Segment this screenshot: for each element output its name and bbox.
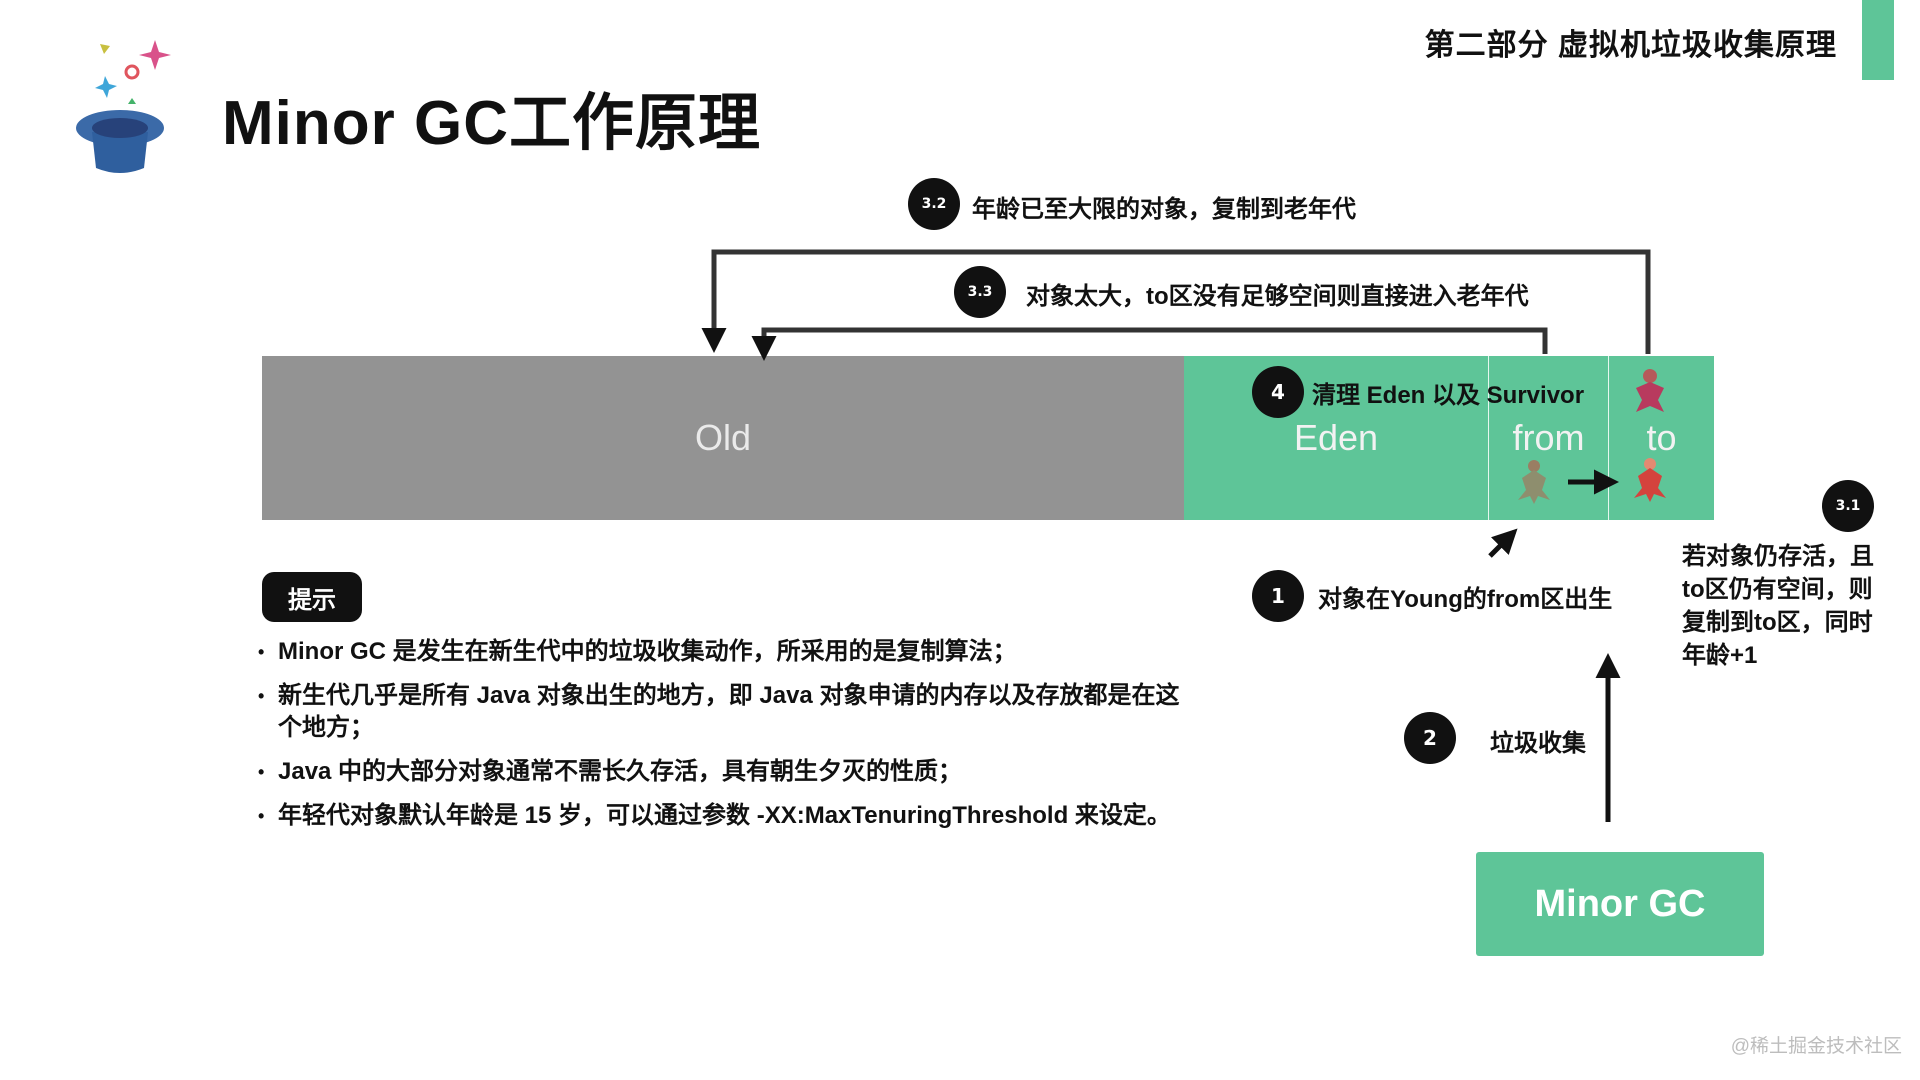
object-old-icon — [1636, 369, 1664, 412]
step-label-3-1-line: 年龄+1 — [1682, 642, 1758, 669]
tip-item: Java 中的大部分对象通常不需长久存活，具有朝生夕灭的性质； — [258, 756, 1198, 788]
step-label-3-1-line: to区仍有空间，则 — [1682, 576, 1873, 603]
sparkle-leaf-icon — [128, 98, 136, 104]
to-region: to — [1609, 356, 1714, 520]
to-region-label: to — [1646, 417, 1677, 458]
tip-badge: 提示 — [262, 572, 362, 622]
watermark: @稀土掘金技术社区 — [1730, 1036, 1902, 1057]
step-badge-4: 4 — [1252, 366, 1304, 418]
eden-region: Eden — [1184, 356, 1488, 520]
minor-gc-button[interactable]: Minor GC — [1476, 852, 1764, 956]
old-region: Old — [262, 356, 1184, 520]
arrow-3-2 — [701, 249, 1651, 354]
step-label-1: 对象在Young的from区出生 — [1318, 586, 1613, 613]
hat-body-icon — [92, 132, 148, 173]
step-label-3-2: 年龄已至大限的对象，复制到老年代 — [972, 196, 1356, 223]
step-label-3-1-line: 若对象仍存活，且 — [1682, 543, 1874, 570]
accent-bar — [1862, 0, 1894, 80]
step-badge-3-2: 3.2 — [908, 178, 960, 230]
step-badge-3-3: 3.3 — [954, 266, 1006, 318]
section-title: 第二部分 虚拟机垃圾收集原理 — [1424, 29, 1837, 62]
from-region: from — [1489, 356, 1608, 520]
step-label-3-1: 若对象仍存活，且 to区仍有空间，则 复制到to区，同时 年龄+1 — [1682, 540, 1874, 672]
old-region-label: Old — [694, 417, 752, 458]
sparkle-cross-icon — [95, 76, 117, 98]
sparkle-drop-icon — [100, 44, 110, 54]
tip-item: Minor GC 是发生在新生代中的垃圾收集动作，所采用的是复制算法； — [258, 636, 1198, 668]
eden-region-label: Eden — [1293, 417, 1379, 458]
arrow-3-3 — [751, 327, 1548, 361]
step-label-3-1-line: 复制到to区，同时 — [1682, 609, 1873, 636]
from-to-divider — [1608, 356, 1609, 520]
arrow-step-1 — [1488, 528, 1518, 558]
step-badge-3-1: 3.1 — [1822, 480, 1874, 532]
tip-item: 新生代几乎是所有 Java 对象出生的地方，即 Java 对象申请的内存以及存放… — [258, 680, 1198, 744]
step-badge-1: 1 — [1252, 570, 1304, 622]
step-label-3-3: 对象太大，to区没有足够空间则直接进入老年代 — [1026, 283, 1529, 310]
step-label-4: 清理 Eden 以及 Survivor — [1312, 382, 1585, 409]
step-label-2: 垃圾收集 — [1490, 730, 1586, 757]
object-dim-icon — [1518, 460, 1550, 504]
step-badge-2: 2 — [1404, 712, 1456, 764]
sparkle-circle-icon — [124, 64, 140, 80]
magic-hat-icon — [76, 40, 171, 173]
object-alive-icon — [1634, 458, 1666, 502]
tip-item: 年轻代对象默认年龄是 15 岁，可以通过参数 -XX:MaxTenuringTh… — [258, 800, 1198, 832]
sparkle-star-icon — [139, 40, 171, 70]
eden-from-divider — [1488, 356, 1489, 520]
page-title: Minor GC工作原理 — [222, 89, 761, 158]
tips-list: Minor GC 是发生在新生代中的垃圾收集动作，所采用的是复制算法； 新生代几… — [258, 636, 1198, 844]
from-region-label: from — [1512, 417, 1585, 458]
